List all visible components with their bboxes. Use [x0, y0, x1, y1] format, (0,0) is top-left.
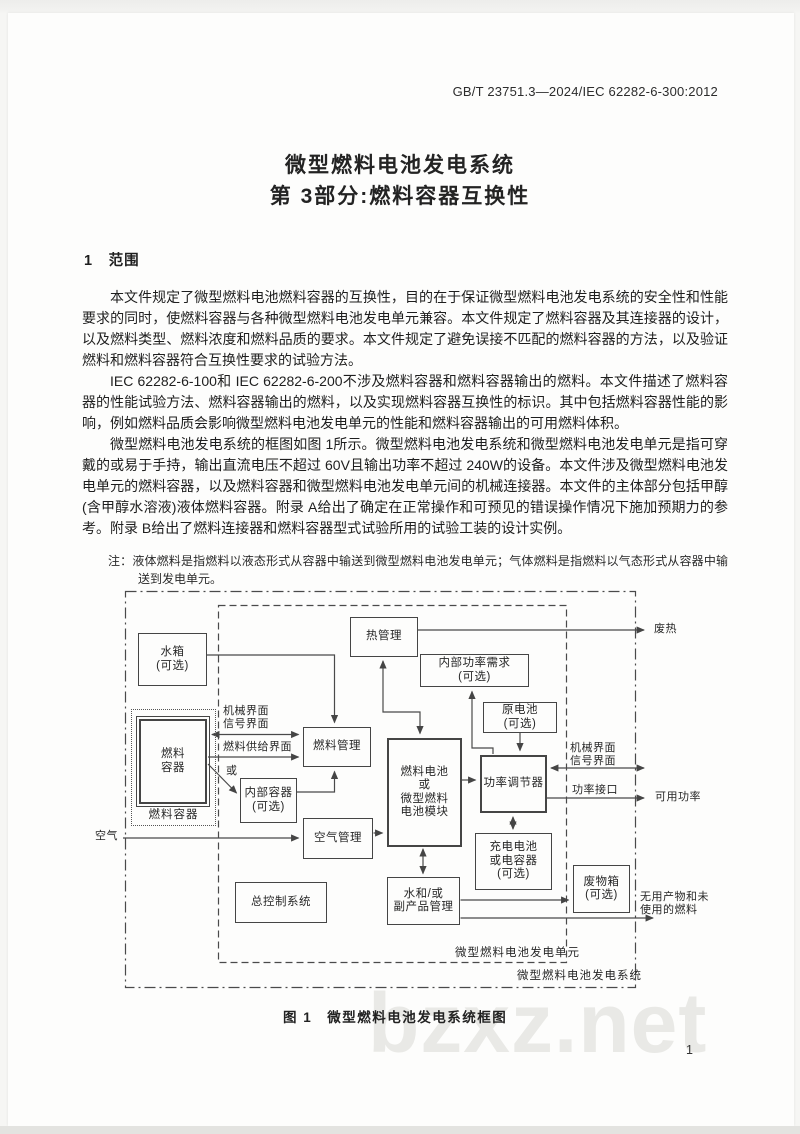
paragraph-3: 微型燃料电池发电系统的框图如图 1所示。微型燃料电池发电系统和微型燃料电池发电单… [82, 436, 728, 536]
label-or: 或 [226, 765, 238, 777]
scan-bottom-edge [0, 1126, 800, 1134]
note-text: 注：液体燃料是指燃料以液态形式从容器中输送到微型燃料电池发电单元；气体燃料是指燃… [108, 554, 728, 586]
standard-code-header: GB/T 23751.3—2024/IEC 62282-6-300:2012 [452, 84, 718, 99]
node-thermal-management: 热管理 [350, 617, 418, 657]
label-air-in: 空气 [95, 830, 118, 842]
node-power-conditioner: 功率调节器 [480, 755, 547, 813]
node-water-tank: 水箱 (可选) [138, 633, 207, 686]
node-rechargeable-battery: 充电电池 或电容器 (可选) [475, 833, 552, 890]
label-mechanical-signal-interface-right: 机械界面 信号界面 [570, 742, 616, 767]
label-unused-products: 无用产物和未 使用的燃料 [640, 891, 709, 916]
page-number: 1 [686, 1043, 693, 1057]
paragraph-2: IEC 62282-6-100和 IEC 62282-6-200不涉及燃料容器和… [82, 373, 728, 431]
paragraph-1: 本文件规定了微型燃料电池燃料容器的互换性，目的在于保证微型燃料电池发电系统的安全… [82, 289, 728, 368]
document-page [8, 13, 794, 1126]
node-internal-container: 内部容器 (可选) [240, 778, 297, 823]
label-fuel-supply-interface: 燃料供给界面 [223, 741, 292, 753]
node-air-management: 空气管理 [303, 818, 373, 859]
label-available-power: 可用功率 [655, 791, 701, 803]
figure-caption: 图 1 微型燃料电池发电系统框图 [283, 1010, 508, 1025]
edge-water-tank-to-fuel-management [207, 654, 339, 724]
node-waste-box: 废物箱 (可选) [573, 865, 630, 913]
edge-power-conditioner-to-internal-power-demand [468, 690, 494, 754]
label-waste-heat: 废热 [654, 623, 677, 635]
body-text: 本文件规定了微型燃料电池燃料容器的互换性，目的在于保证微型燃料电池发电系统的安全… [82, 287, 728, 588]
label-unit-boundary: 微型燃料电池发电单元 [455, 947, 580, 959]
label-power-interface: 功率接口 [572, 784, 618, 796]
label-mechanical-signal-interface-left: 机械界面 信号界面 [223, 705, 269, 730]
node-fuel-management: 燃料管理 [303, 727, 371, 767]
node-fuel-container: 燃料 容器 [136, 716, 210, 807]
node-primary-battery: 原电池 (可选) [483, 702, 557, 733]
edge-fuel-container-to-internal-container [207, 763, 238, 794]
section-heading-scope: 1 范围 [84, 253, 140, 269]
edge-thermal-management-fuel-cell [379, 660, 424, 735]
node-internal-power-demand: 内部功率需求 (可选) [420, 654, 529, 687]
label-system-boundary: 微型燃料电池发电系统 [517, 970, 642, 982]
node-fuel-cell-module: 燃料电池 或 微型燃料 电池模块 [387, 738, 462, 847]
edge-internal-container-to-fuel-management [297, 770, 339, 793]
document-title: 微型燃料电池发电系统 第 3部分:燃料容器互换性 [269, 154, 531, 208]
watermark: bzxz.net [368, 976, 708, 1070]
fuel-container-assembly-label: 燃料容器 [148, 809, 199, 821]
node-water-byproduct-management: 水和/或 副产品管理 [387, 877, 460, 925]
system-boundary [124, 590, 637, 989]
node-overall-control-system: 总控制系统 [235, 882, 327, 923]
fuel-container-assembly-box: 燃料容器 [131, 709, 216, 826]
